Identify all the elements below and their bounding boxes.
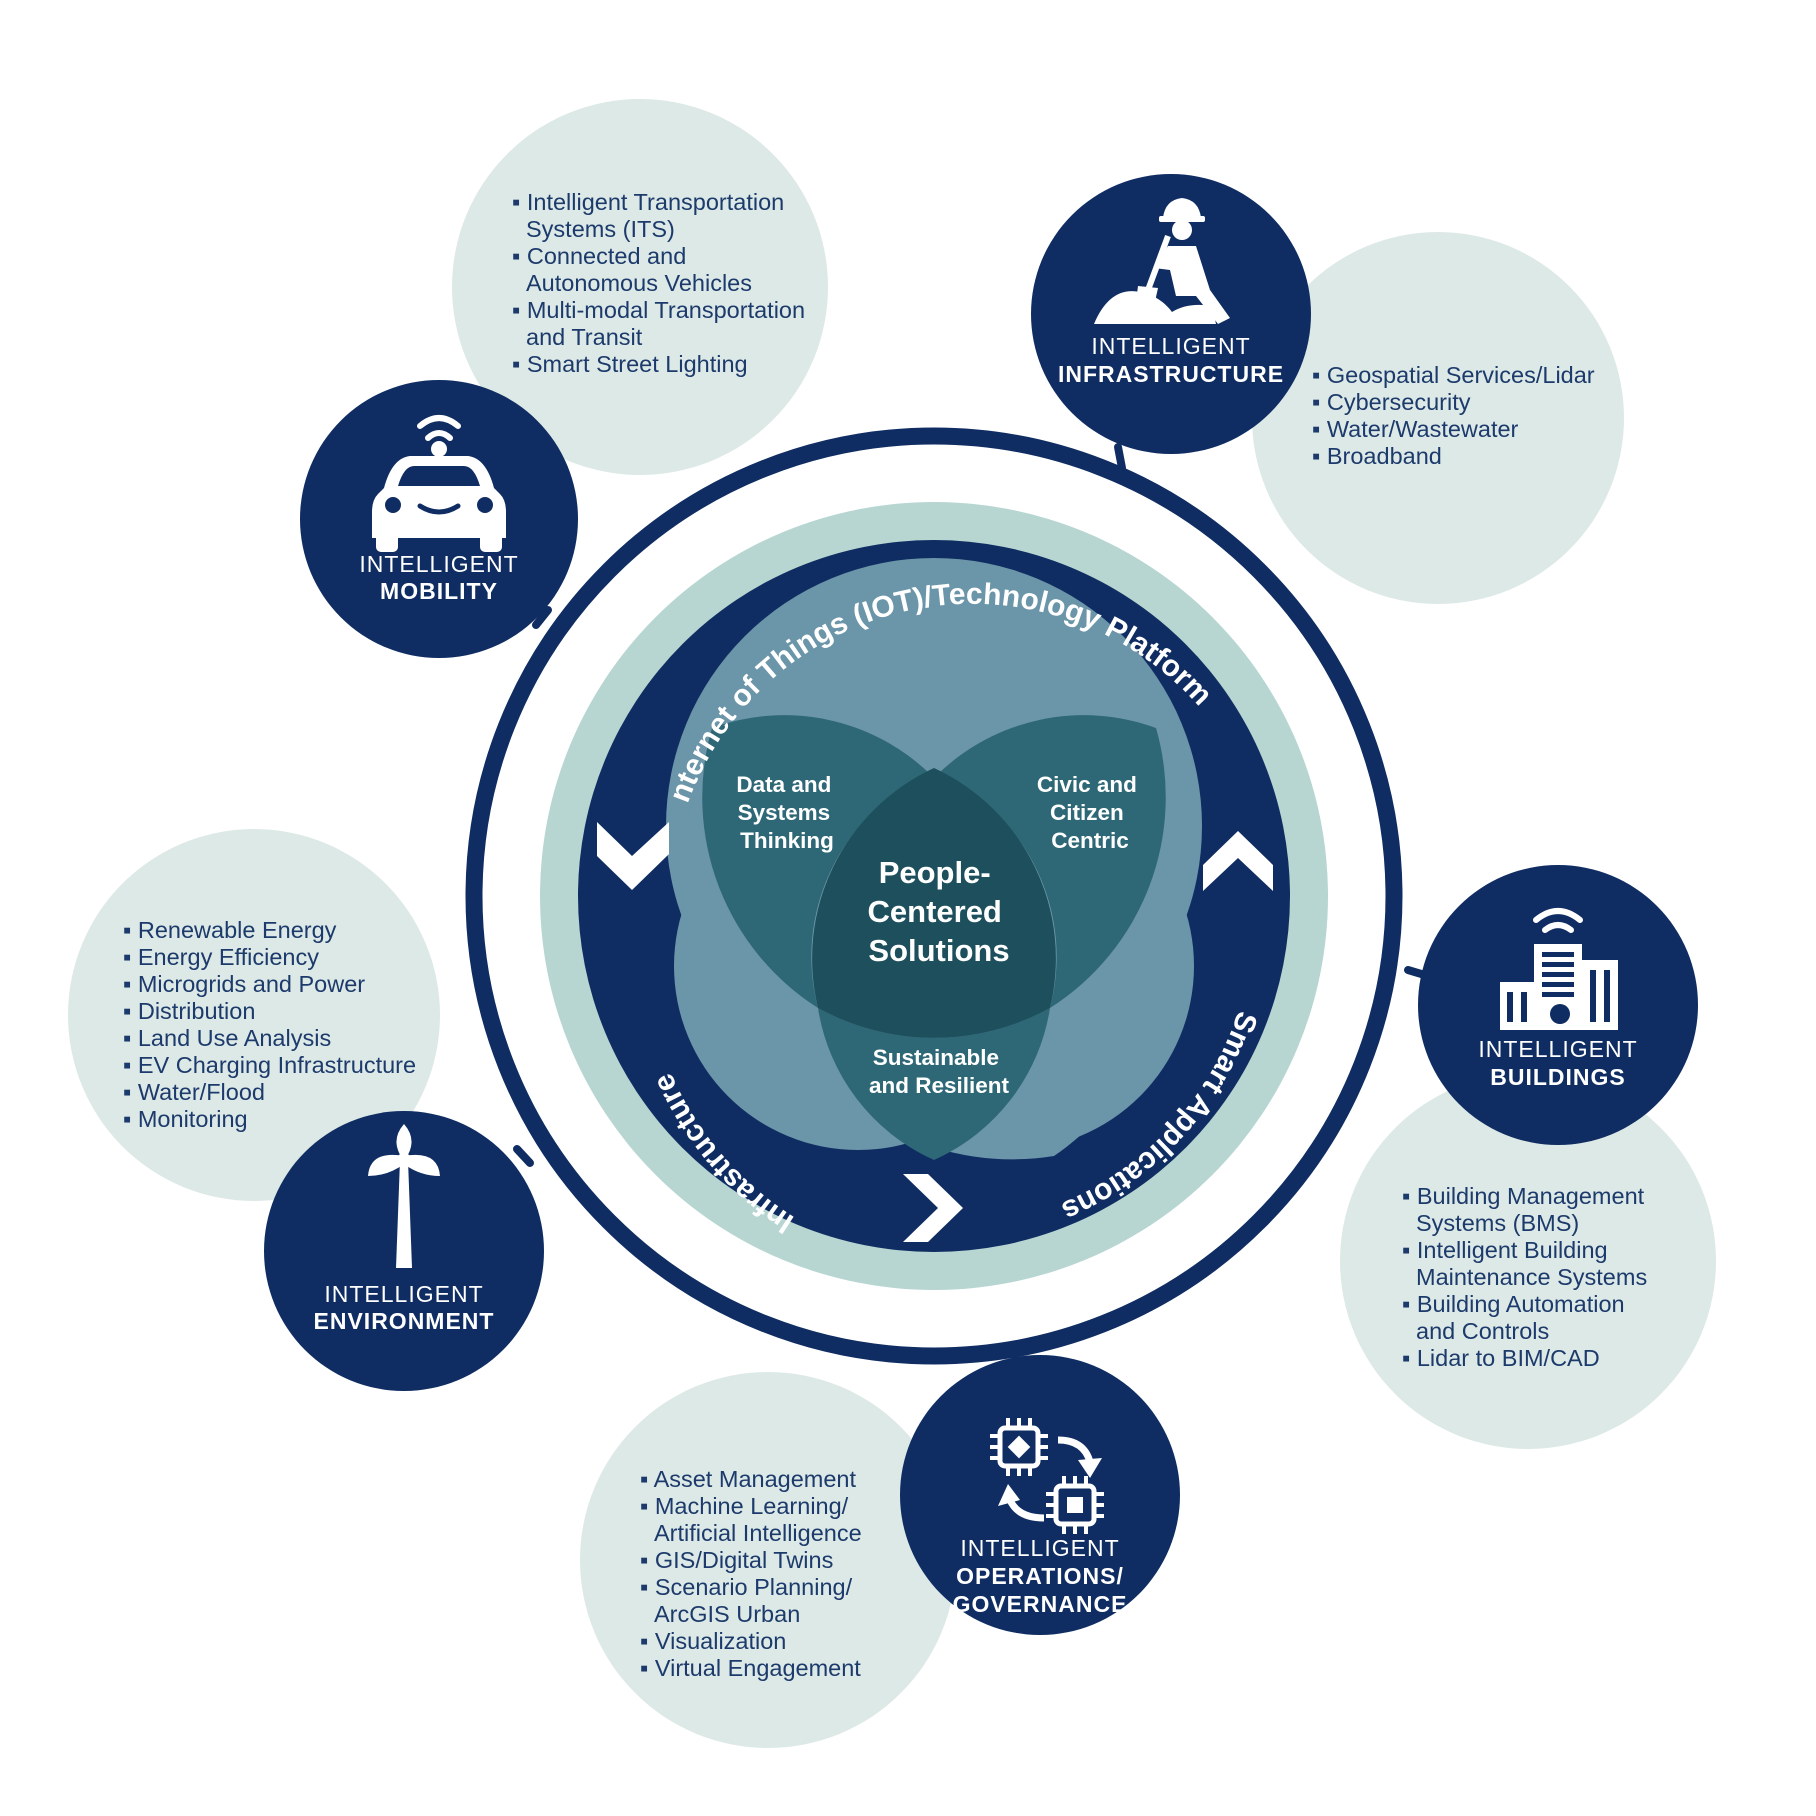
venn-lens-left [702,715,930,1008]
infrastructure-bubble [1252,232,1624,604]
venn-center-region [812,768,1056,1038]
hub-operations-line1: INTELLIGENT [960,1535,1119,1561]
hub-mobility: INTELLIGENT MOBILITY [300,380,578,658]
buildings-bubble [1340,1073,1716,1449]
venn-label-left: Data and Systems Thinking [736,772,837,853]
hub-operations-line3: GOVERNANCE [953,1591,1128,1617]
hub-buildings: INTELLIGENT BUILDINGS [1418,865,1698,1145]
outer-ring [465,427,1403,1365]
chevron-down-icon [597,822,669,890]
environment-bullet-list: ▪ Renewable Energy ▪ Energy Efficiency ▪… [123,917,423,1132]
hub-infrastructure: INTELLIGENT INFRASTRUCTURE [1031,174,1311,454]
venn-diagram [666,558,1202,1160]
mobility-bubble [452,99,828,475]
infrastructure-bullet-list: ▪ Geospatial Services/Lidar ▪ Cybersecur… [1312,362,1601,469]
wind-turbine-icon [368,1124,440,1268]
hub-buildings-line1: INTELLIGENT [1478,1036,1637,1062]
smart-building-icon [1500,908,1618,1030]
hub-environment: INTELLIGENT ENVIRONMENT [264,1111,544,1391]
hub-infrastructure-line1: INTELLIGENT [1091,333,1250,359]
venn-label-bottom: Sustainable and Resilient [869,1045,1010,1098]
chevron-right-icon [903,1174,963,1242]
buildings-bullet-list: ▪ Building Management Systems (BMS) ▪ In… [1402,1183,1654,1371]
hub-mobility-line2: MOBILITY [380,578,498,604]
venn-label-center: People- Centered Solutions [868,855,1011,968]
autonomous-car-icon [372,415,506,552]
venn-label-right: Civic and Citizen Centric [1037,772,1143,853]
venn-lens-bottom [818,1008,1050,1160]
ring-chevrons [597,822,1273,1242]
hub-mobility-line1: INTELLIGENT [359,551,518,577]
hub-environment-line2: ENVIRONMENT [314,1308,495,1334]
construction-worker-icon [1094,198,1230,324]
hub-operations-line2: OPERATIONS/ [956,1563,1124,1589]
operations-bubble [580,1372,956,1748]
chevron-up-icon [1203,831,1273,891]
processor-cycle-icon [990,1418,1104,1534]
hub-buildings-line2: BUILDINGS [1490,1064,1626,1090]
hub-infrastructure-line2: INFRASTRUCTURE [1058,361,1284,387]
hub-environment-line1: INTELLIGENT [324,1281,483,1307]
operations-bullet-list: ▪ Asset Management ▪ Machine Learning/ A… [640,1466,868,1681]
mobility-bullet-list: ▪ Intelligent Transportation Systems (IT… [512,189,812,377]
venn-lens-right [938,715,1166,1008]
environment-bubble [68,829,440,1201]
hub-operations: INTELLIGENT OPERATIONS/ GOVERNANCE [900,1355,1180,1635]
